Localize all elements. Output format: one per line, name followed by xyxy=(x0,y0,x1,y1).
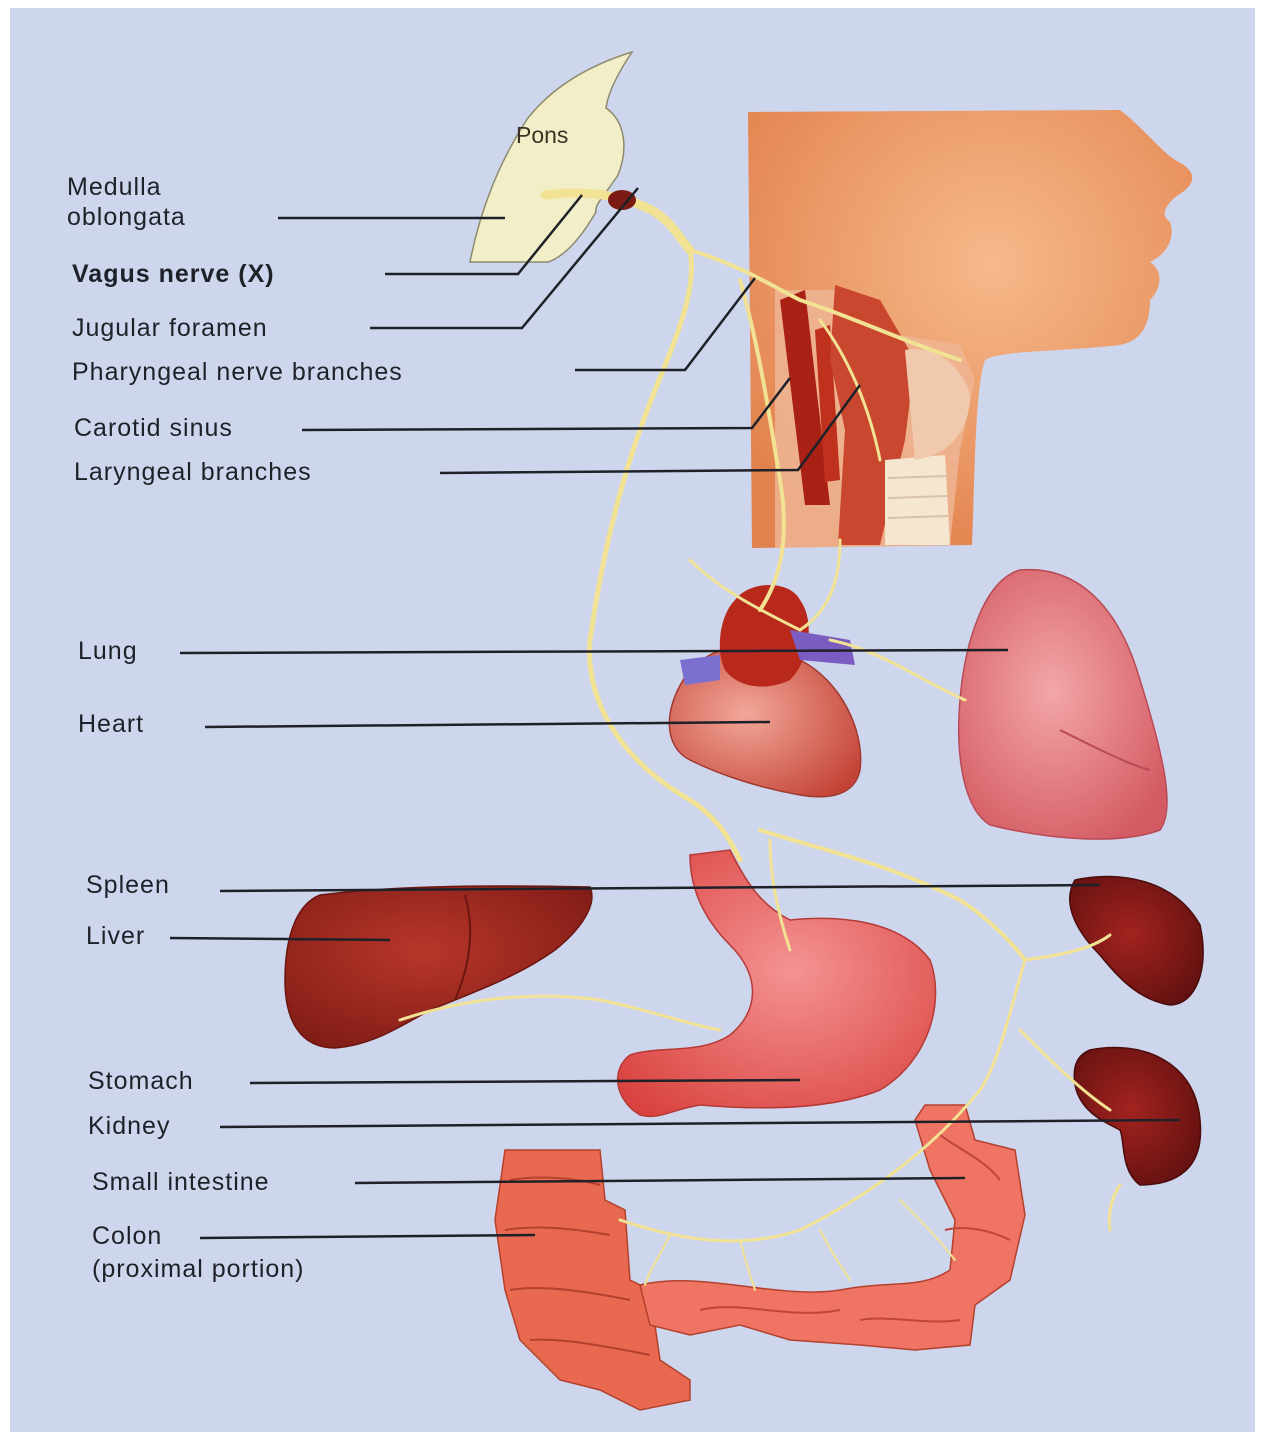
spleen-illustration xyxy=(1070,876,1203,1005)
label-medulla-line1: Medulla xyxy=(67,172,162,202)
intestine-illustration xyxy=(495,1105,1025,1410)
label-medulla-line2: oblongata xyxy=(67,202,186,232)
lung-illustration xyxy=(959,570,1167,839)
label-pharyngeal-branches: Pharyngeal nerve branches xyxy=(72,357,403,387)
heart-illustration xyxy=(669,585,860,797)
label-small-intestine: Small intestine xyxy=(92,1167,270,1197)
pons-label: Pons xyxy=(516,122,568,148)
label-lung: Lung xyxy=(78,636,138,666)
label-jugular-foramen: Jugular foramen xyxy=(72,313,268,343)
label-vagus-nerve: Vagus nerve (X) xyxy=(72,259,275,289)
label-spleen: Spleen xyxy=(86,870,170,900)
brainstem-pons xyxy=(470,52,632,262)
label-kidney: Kidney xyxy=(88,1111,170,1141)
kidney-illustration xyxy=(1074,1048,1200,1185)
liver-illustration xyxy=(285,886,592,1048)
label-stomach: Stomach xyxy=(88,1066,194,1096)
head-neck-illustration xyxy=(748,110,1192,548)
stomach-illustration xyxy=(618,850,936,1116)
label-heart: Heart xyxy=(78,709,144,739)
label-carotid-sinus: Carotid sinus xyxy=(74,413,233,443)
label-colon-line2: (proximal portion) xyxy=(92,1254,305,1284)
label-liver: Liver xyxy=(86,921,145,951)
label-laryngeal-branches: Laryngeal branches xyxy=(74,457,312,487)
label-colon-line1: Colon xyxy=(92,1221,162,1251)
